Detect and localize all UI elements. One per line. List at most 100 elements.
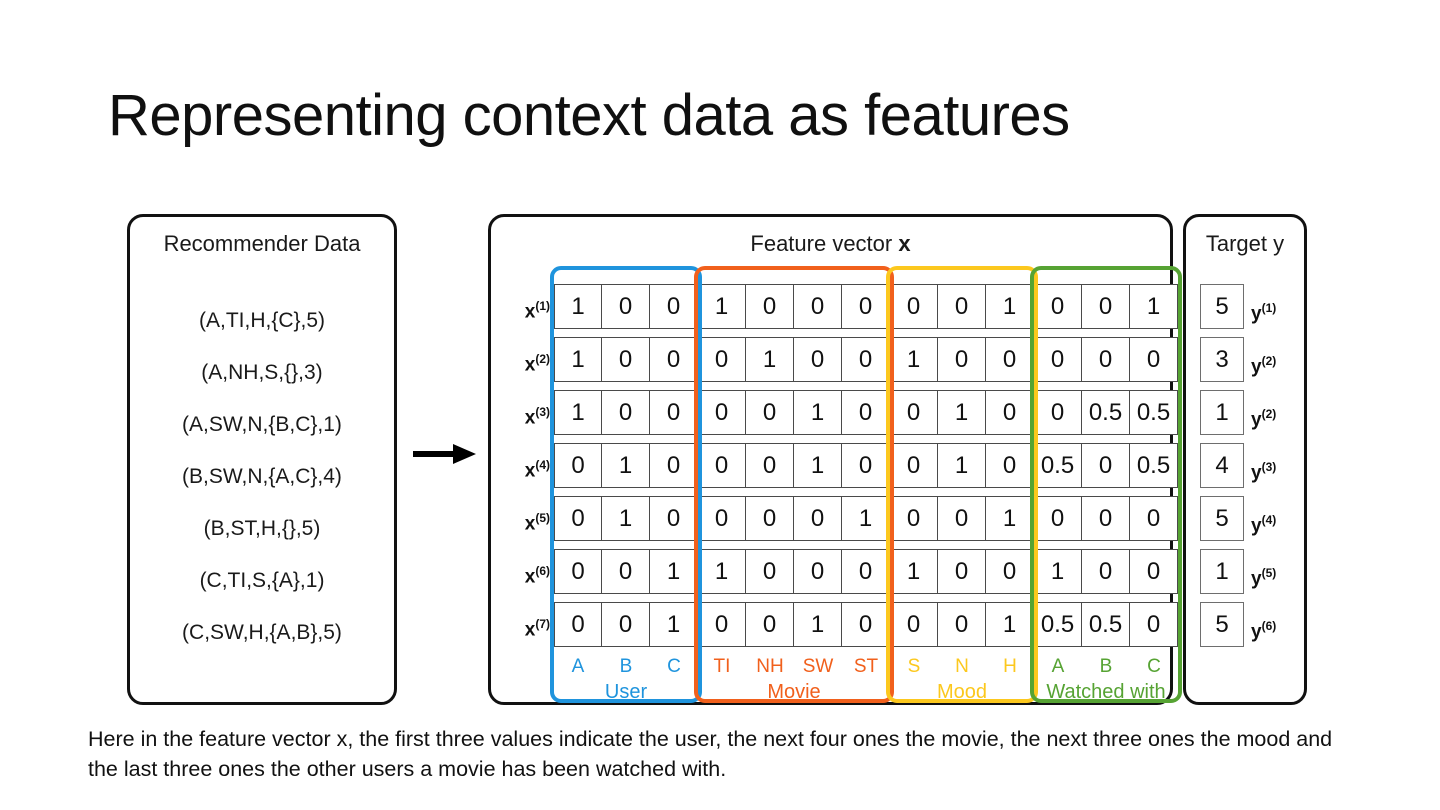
feature-matrix-cell: 0: [938, 549, 986, 594]
feature-matrix-cell: 1: [938, 390, 986, 435]
recommender-data-panel: Recommender Data (A,TI,H,{C},5)(A,NH,S,{…: [127, 214, 397, 705]
target-row-label: y(6): [1244, 602, 1276, 647]
feature-matrix-cell: 0: [986, 390, 1034, 435]
feature-row-label-base: x: [524, 513, 536, 535]
feature-matrix-cell: 1: [794, 443, 842, 488]
feature-matrix-cell: 0: [650, 337, 698, 382]
feature-matrix-cell: 0: [938, 337, 986, 382]
feature-matrix-cell: 0: [554, 443, 602, 488]
feature-matrix-cell: 0: [602, 284, 650, 329]
target-row-label: y(2): [1244, 390, 1276, 435]
feature-matrix-cell: 1: [602, 443, 650, 488]
feature-matrix-cell: 0: [650, 284, 698, 329]
feature-column-label: TI: [713, 656, 731, 677]
feature-matrix-cell: 0: [986, 337, 1034, 382]
target-value-cell: 5: [1200, 602, 1244, 647]
feature-matrix-cell: 1: [650, 549, 698, 594]
feature-matrix-cell: 0: [842, 390, 890, 435]
feature-group-name: Mood: [936, 681, 988, 703]
feature-matrix-cell: 0: [698, 443, 746, 488]
feature-column-label: N: [955, 656, 969, 677]
target-value-cell: 3: [1200, 337, 1244, 382]
recommender-data-list: (A,TI,H,{C},5)(A,NH,S,{},3)(A,SW,N,{B,C}…: [130, 295, 394, 659]
feature-matrix-cell: 0.5: [1130, 390, 1178, 435]
target-row-label-base: y: [1251, 621, 1262, 643]
feature-matrix-cell: 0: [602, 390, 650, 435]
target-row-label-sup: (1): [1261, 301, 1277, 315]
feature-matrix-cell: 0: [650, 443, 698, 488]
feature-row-label: x(3): [496, 390, 550, 435]
feature-matrix-cell: 0: [746, 390, 794, 435]
feature-matrix-cell: 0: [794, 549, 842, 594]
feature-matrix-cell: 1: [698, 549, 746, 594]
feature-matrix-cell: 0: [1082, 496, 1130, 541]
target-row-label-sup: (6): [1261, 619, 1277, 633]
feature-matrix-cell: 0.5: [1034, 443, 1082, 488]
feature-matrix-cell: 0: [746, 443, 794, 488]
feature-row-label-base: x: [524, 460, 536, 482]
feature-matrix-cell: 1: [890, 337, 938, 382]
recommender-data-row: (B,ST,H,{},5): [203, 517, 321, 540]
feature-row-label-sup: (5): [535, 511, 550, 525]
feature-matrix-cell: 1: [698, 284, 746, 329]
feature-row-label-base: x: [524, 301, 536, 323]
feature-row-label: x(4): [496, 443, 550, 488]
feature-matrix-cell: 1: [890, 549, 938, 594]
feature-column-label: ST: [853, 656, 879, 677]
feature-matrix-cell: 0: [794, 337, 842, 382]
recommender-data-row: (A,TI,H,{C},5): [198, 309, 326, 332]
feature-matrix-cell: 0: [938, 496, 986, 541]
feature-row-label-sup: (2): [535, 352, 550, 366]
feature-matrix-cell: 1: [986, 496, 1034, 541]
target-row-label-sup: (4): [1261, 513, 1277, 527]
feature-column-label: NH: [756, 656, 784, 677]
feature-row-label-base: x: [524, 619, 536, 641]
feature-matrix-cell: 0: [1130, 602, 1178, 647]
feature-column-label: B: [1099, 656, 1113, 677]
feature-matrix-cell: 1: [842, 496, 890, 541]
feature-matrix-cell: 0: [938, 602, 986, 647]
target-row-label-sup: (2): [1261, 407, 1277, 421]
target-row-label-base: y: [1251, 409, 1262, 431]
target-row-label-base: y: [1251, 515, 1262, 537]
recommender-data-row: (C,SW,H,{A,B},5): [182, 621, 342, 644]
feature-column-label: A: [1051, 656, 1065, 677]
feature-group-name: Watched with: [1046, 681, 1166, 703]
target-row-label: y(4): [1244, 496, 1276, 541]
feature-matrix-cell: 0: [698, 390, 746, 435]
feature-matrix-cell: 1: [554, 337, 602, 382]
feature-matrix-cell: 0: [890, 602, 938, 647]
target-value-cell: 5: [1200, 284, 1244, 329]
feature-matrix-cell: 1: [746, 337, 794, 382]
feature-column-label: C: [667, 656, 681, 677]
feature-matrix-cell: 1: [986, 602, 1034, 647]
page-title: Representing context data as features: [108, 83, 1070, 148]
feature-matrix-cell: 0: [842, 602, 890, 647]
feature-matrix-cell: 0: [602, 337, 650, 382]
target-row-label-base: y: [1251, 303, 1262, 325]
feature-matrix-cell: 0: [794, 496, 842, 541]
feature-matrix-cell: 0: [890, 390, 938, 435]
feature-matrix-cell: 0.5: [1082, 390, 1130, 435]
figure-container: Recommender Data (A,TI,H,{C},5)(A,NH,S,{…: [0, 205, 1440, 710]
feature-matrix-cell: 0: [986, 443, 1034, 488]
feature-matrix-cell: 0: [1034, 390, 1082, 435]
feature-column-label: H: [1003, 656, 1017, 677]
feature-row-label-sup: (7): [535, 617, 550, 631]
feature-matrix-cell: 0: [554, 602, 602, 647]
feature-matrix-cell: 0: [554, 549, 602, 594]
feature-row-label: x(2): [496, 337, 550, 382]
feature-matrix-cell: 0: [1034, 284, 1082, 329]
feature-vector-title-text: Feature vector: [750, 231, 899, 256]
feature-matrix-cell: 0: [1034, 496, 1082, 541]
